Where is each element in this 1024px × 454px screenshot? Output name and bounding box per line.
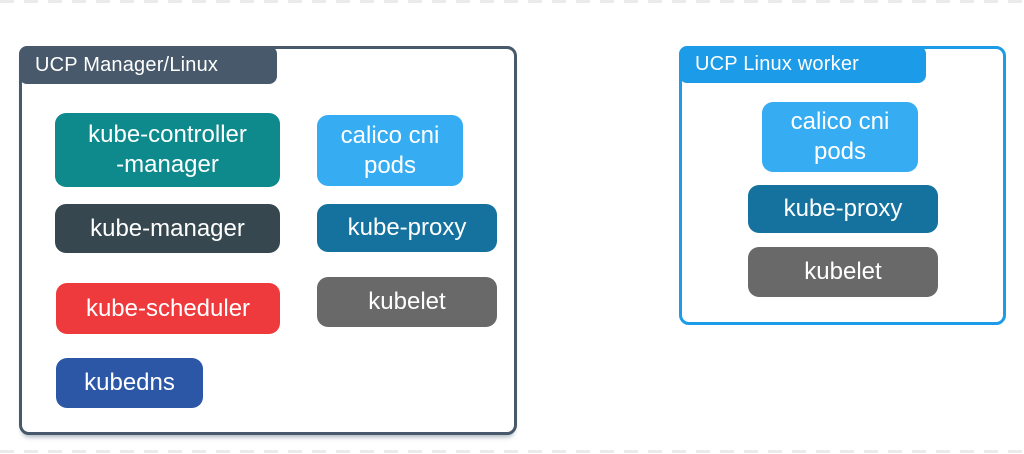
pill-label: kube-controller -manager xyxy=(88,121,247,178)
component-pill-kube-manager: kube-manager xyxy=(55,204,280,253)
ucp-linux-worker-tab: UCP Linux worker xyxy=(679,46,926,83)
component-pill-calico-cni-pods: calico cni pods xyxy=(317,115,463,186)
component-pill-kube-proxy: kube-proxy xyxy=(317,204,497,252)
component-pill-kubelet: kubelet xyxy=(317,277,497,327)
bottom-dashed-line xyxy=(0,450,1024,453)
pill-label: calico cni pods xyxy=(790,108,890,165)
component-pill-kube-controller-manager: kube-controller -manager xyxy=(55,113,280,187)
pill-label: calico cni pods xyxy=(340,121,440,179)
ucp-linux-worker-box: UCP Linux worker calico cni pods kube-pr… xyxy=(679,46,1006,325)
ucp-linux-worker-title: UCP Linux worker xyxy=(695,53,860,75)
top-dashed-line xyxy=(0,0,1024,3)
component-pill-kube-proxy: kube-proxy xyxy=(748,185,938,233)
pill-label: kube-manager xyxy=(90,214,245,242)
pill-label: kubelet xyxy=(804,258,882,285)
component-pill-kubedns: kubedns xyxy=(56,358,203,408)
pill-label: kubelet xyxy=(368,288,446,315)
ucp-manager-linux-box: UCP Manager/Linux kube-controller -manag… xyxy=(19,46,517,435)
ucp-manager-linux-tab: UCP Manager/Linux xyxy=(19,46,277,84)
pill-label: kube-scheduler xyxy=(85,294,251,322)
pill-label: kube-proxy xyxy=(347,214,467,241)
ucp-manager-linux-title: UCP Manager/Linux xyxy=(35,53,219,76)
component-pill-kubelet: kubelet xyxy=(748,247,938,297)
pill-label: kubedns xyxy=(84,369,175,396)
component-pill-kube-scheduler: kube-scheduler xyxy=(56,283,280,334)
pill-label: kube-proxy xyxy=(783,195,903,222)
component-pill-calico-cni-pods: calico cni pods xyxy=(762,102,918,172)
